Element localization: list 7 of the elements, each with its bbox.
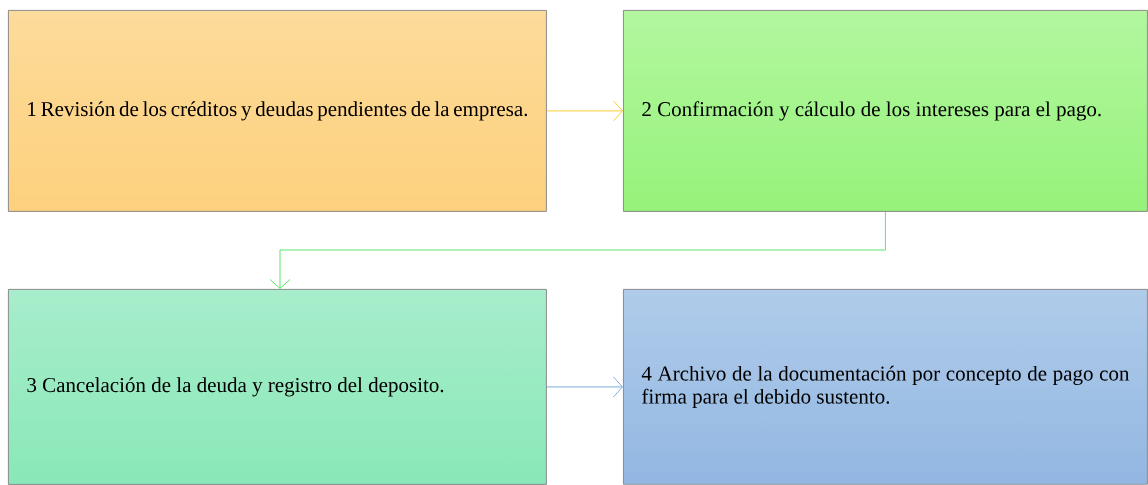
arrow: [546, 100, 623, 122]
arrow: [269, 211, 886, 289]
process-box: 2 Confirmación y cálculo de los intereses para el pago.: [623, 10, 1148, 212]
arrow: [546, 376, 623, 398]
process-box: 4 Archivo de la documentación por concepto de pago con firma para el debido sustento.: [623, 289, 1148, 485]
process-box: 3 Cancelación de la deuda y registro del deposito.: [8, 289, 547, 485]
process-box: 1 Revisión de los créditos y deudas pendientes de la empresa.: [8, 10, 547, 212]
